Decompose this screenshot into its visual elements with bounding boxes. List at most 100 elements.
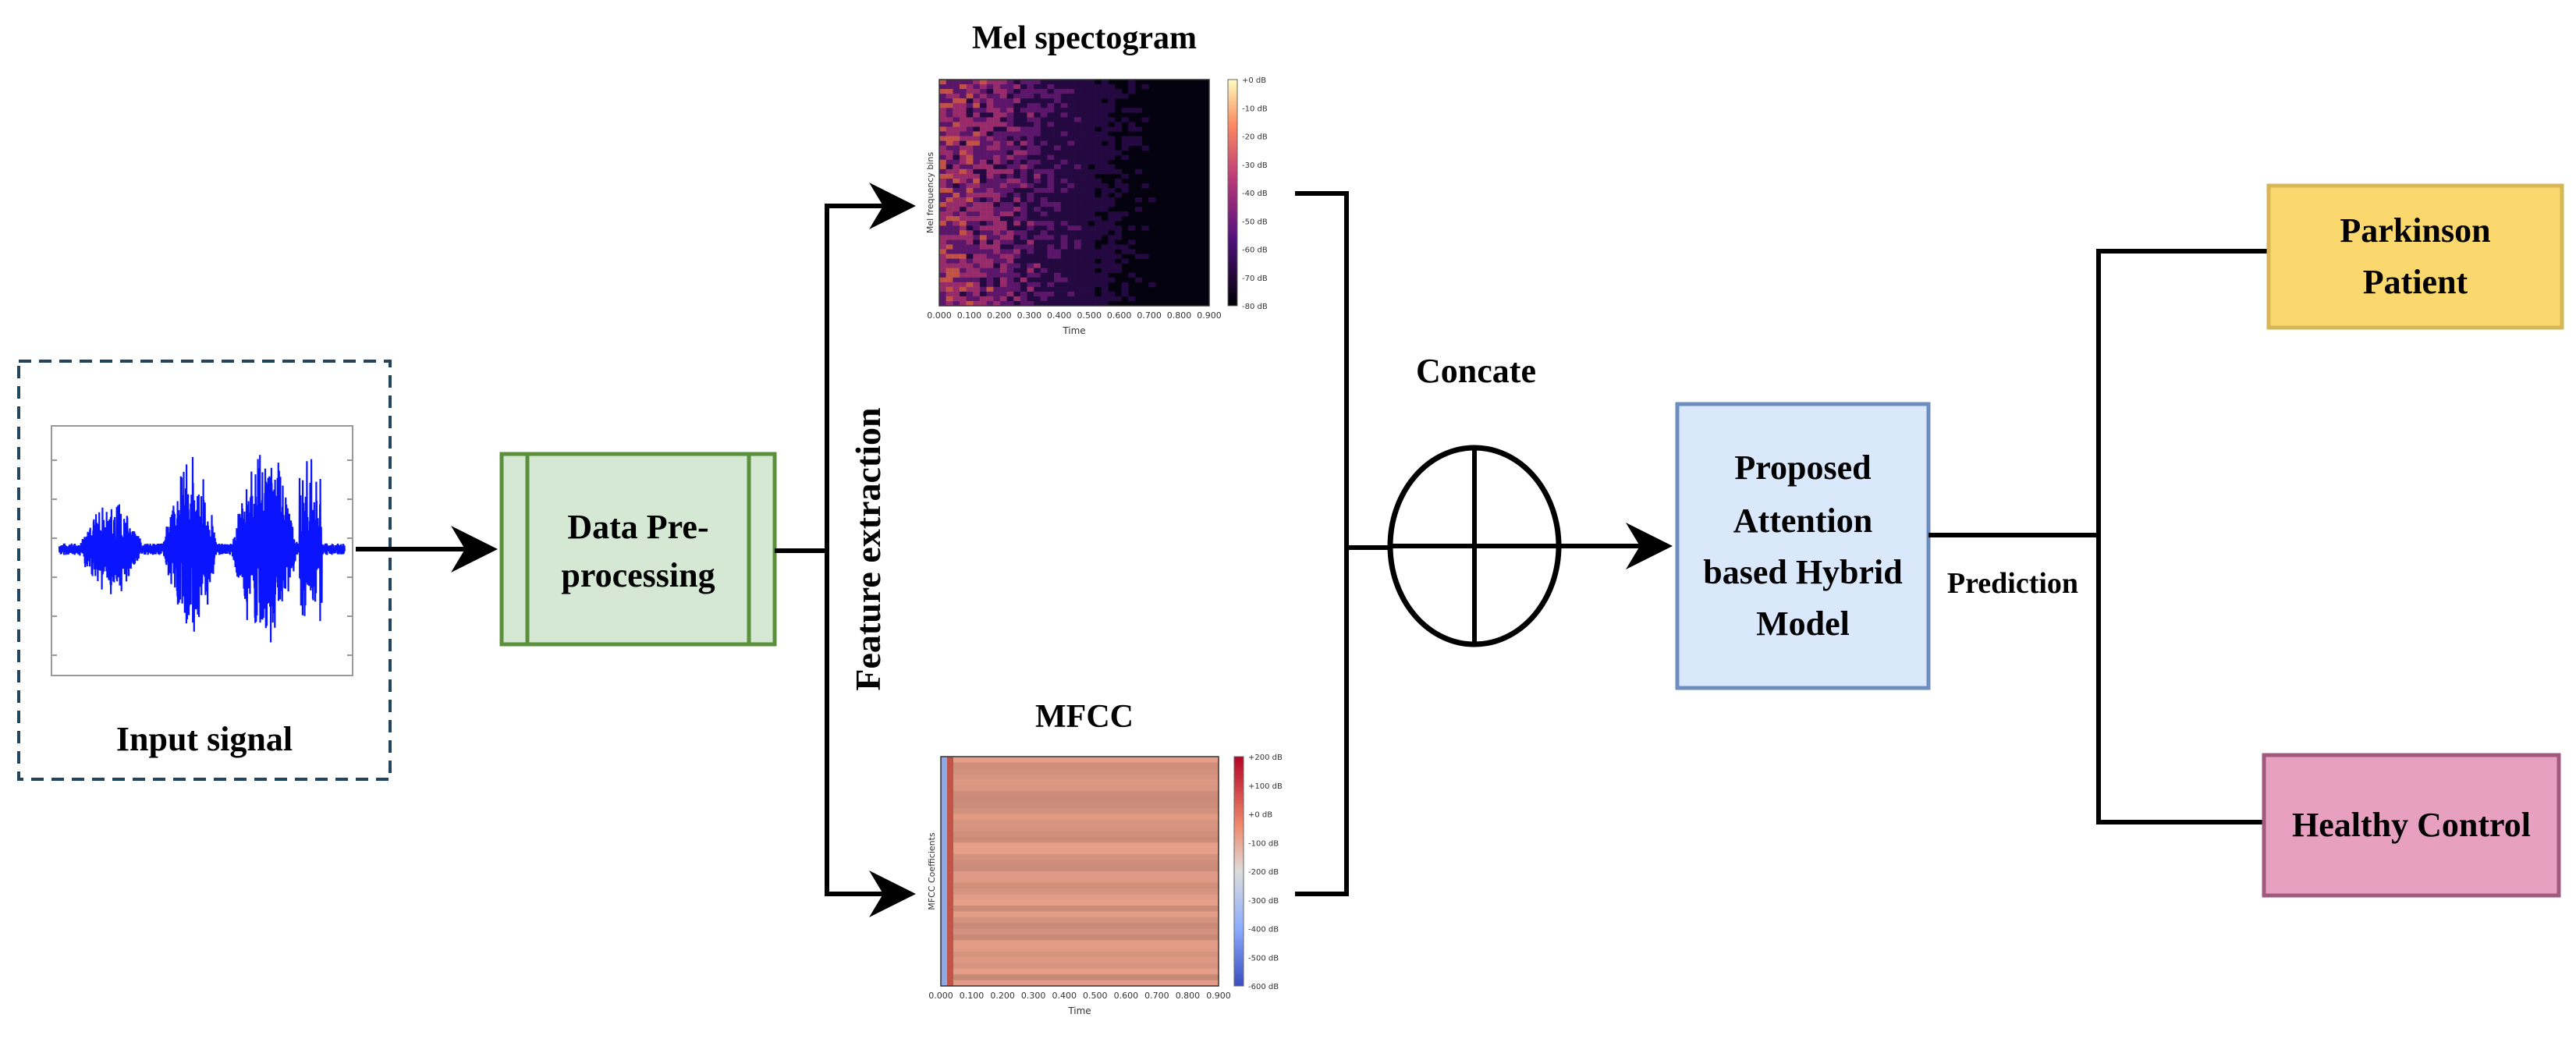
mel-cell [1006,258,1014,264]
mel-cell [1114,296,1123,302]
mel-cell [966,178,974,184]
mel-cell [953,211,960,217]
mel-cell [1040,207,1048,212]
mel-cell [1108,296,1116,302]
colorbar-tick-label: -200 dB [1248,868,1279,877]
mel-cell [1040,108,1048,113]
mel-cell [966,126,974,132]
mel-cell [986,80,994,85]
mel-cell [1040,296,1048,302]
mel-cell [999,221,1007,226]
mel-cell [1101,221,1109,226]
mel-cell [1060,272,1068,278]
mel-cell [1054,89,1062,94]
mel-cell [1047,131,1055,137]
mel-cell [1020,164,1027,170]
mel-cell [986,211,994,217]
mel-cell [1047,202,1055,207]
mel-cell [1054,140,1062,146]
mel-cell [1080,282,1088,288]
mel-cell [1006,244,1014,250]
mel-cell [1020,150,1027,155]
mel-cell [939,94,947,99]
mel-cell [1094,168,1102,175]
mel-cell [999,187,1007,193]
mel-cell [1094,94,1102,99]
mel-cell [959,136,967,141]
mel-cell [1074,258,1082,264]
mel-cell [1060,211,1068,217]
mel-cell [1080,202,1088,207]
mel-cell [1101,254,1109,259]
mel-cell [1027,150,1034,155]
mel-cell [1074,112,1082,118]
mel-cell [993,244,1001,250]
healthy-label: Healthy Control [2292,806,2531,844]
mel-cell [973,197,981,203]
mel-cell [946,103,953,108]
mel-cell [979,282,988,288]
mel-cell [1060,225,1068,231]
mel-cell [1027,80,1034,85]
mel-cell [1121,145,1129,151]
mel-cell [946,254,953,259]
mel-cell [939,178,947,184]
mel-cell [973,168,981,175]
mel-cell [1067,173,1075,179]
mel-cell [1013,197,1021,203]
mel-cell [1094,178,1102,184]
mel-cell [959,286,967,293]
mel-cell [1054,230,1062,236]
mel-cell [1020,80,1027,85]
mel-cell [939,164,947,170]
mel-cell [993,126,1001,132]
mel-cell [1088,98,1095,104]
mfcc-c1-strip [947,757,953,986]
mel-cell [1074,263,1082,268]
mel-cell [986,164,994,170]
mfcc-band [953,768,1219,775]
colorbar-tick-label: -60 dB [1242,246,1268,255]
mel-cell [1101,244,1109,250]
mel-cell [1074,211,1082,217]
mel-cell [1034,178,1041,184]
mfcc-band [953,940,1219,946]
mel-cell [1020,197,1027,203]
mel-cell [1040,136,1048,141]
mel-cell [966,117,974,122]
mel-cell [999,103,1007,108]
mel-cell [999,258,1007,264]
mel-cell [1114,178,1123,184]
mel-cell [986,150,994,155]
mel-cell [993,300,1001,307]
mel-cell [1094,140,1102,146]
mel-cell [1006,239,1014,245]
x-tick-label: 0.200 [990,991,1015,1001]
mel-cell [993,263,1001,268]
mfcc-band [953,853,1219,860]
mfcc-band [953,934,1219,941]
mel-cell [1034,286,1041,293]
mel-cell [1094,277,1102,283]
mel-cell [1108,211,1116,217]
mel-cell [979,159,988,165]
mel-cell [1054,136,1062,141]
mel-cell [1088,173,1095,179]
mel-cell [1034,164,1041,170]
input-signal-border [17,360,392,781]
mel-cell [973,230,981,236]
mel-cell [1101,183,1109,189]
mel-cell [1080,112,1088,118]
mel-cell [1013,98,1021,104]
mel-cell [973,173,981,179]
mel-cell [1054,94,1062,99]
mel-cell [959,183,967,189]
mel-cell [1088,84,1095,90]
mel-cell [1101,159,1109,165]
mel-cell [986,258,994,264]
mel-cell [1108,145,1116,151]
mfcc-band [953,796,1219,803]
mel-cell [1080,211,1088,217]
mel-cell [1027,211,1034,217]
mel-cell [953,216,960,222]
